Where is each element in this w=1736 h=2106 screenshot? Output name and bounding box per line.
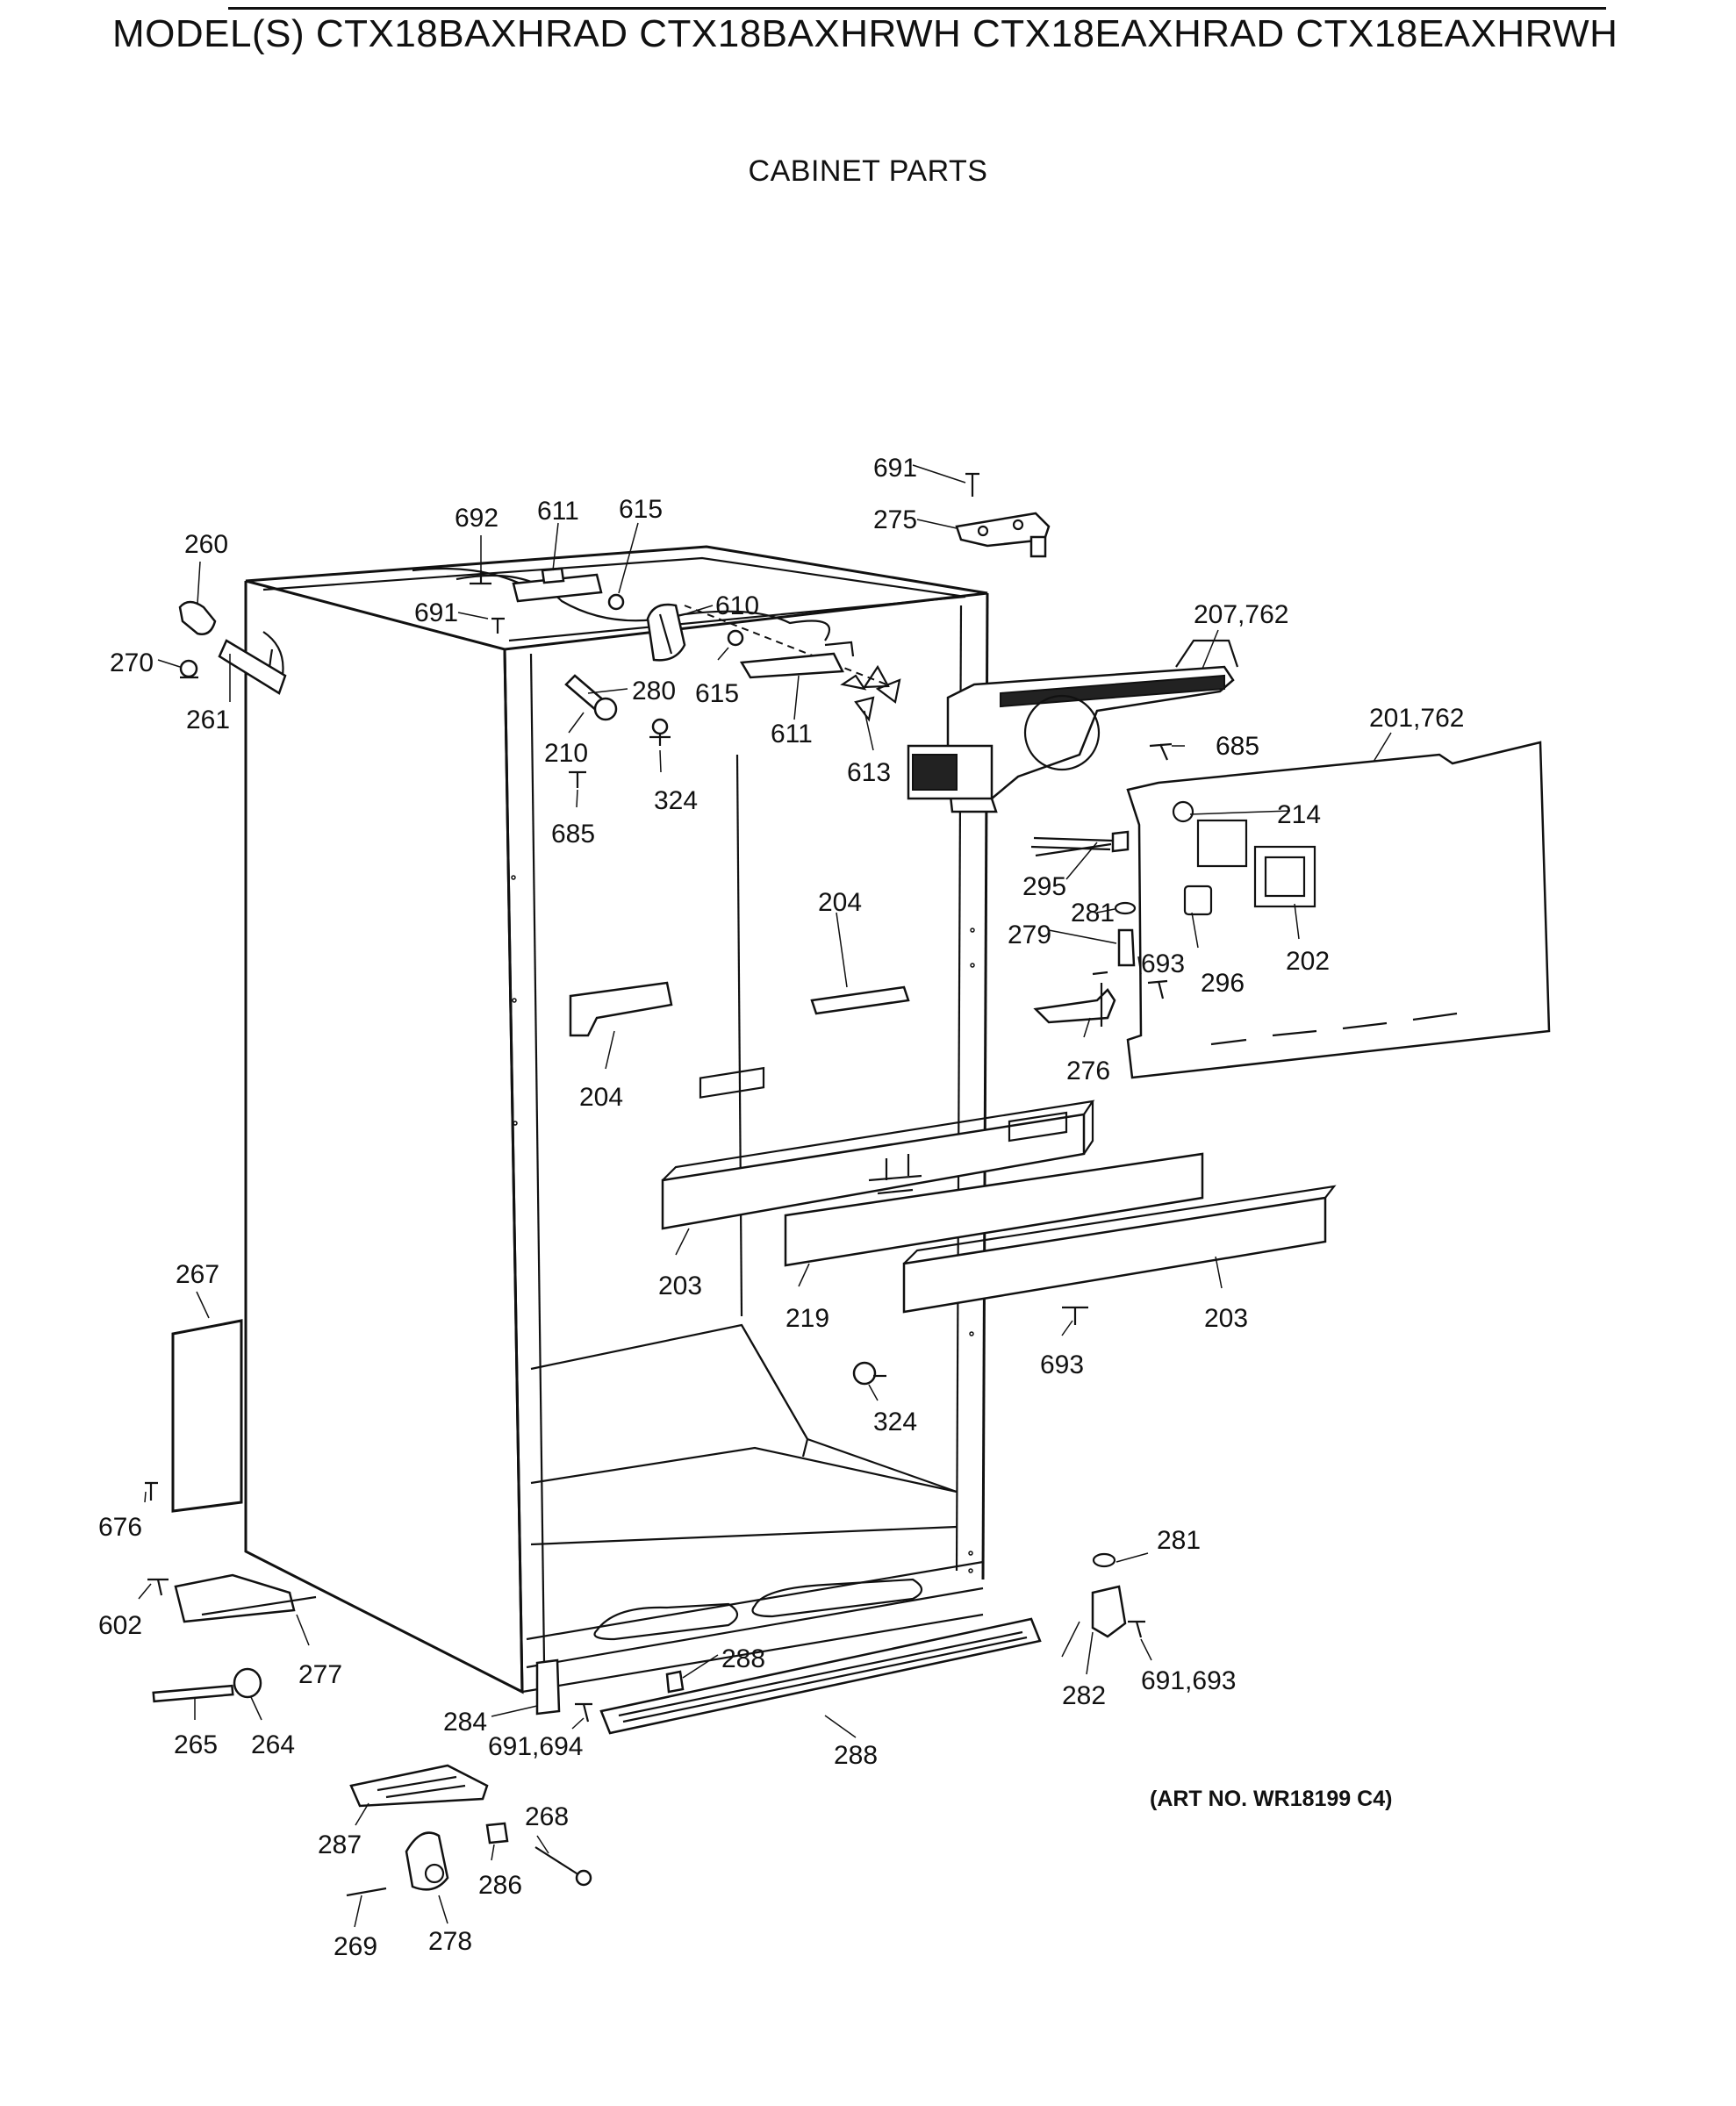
- callout-692: 692: [455, 504, 499, 533]
- callout-693: 693: [1141, 949, 1185, 978]
- callout-611: 611: [537, 497, 579, 526]
- model-list: MODEL(S) CTX18BAXHRAD CTX18BAXHRWH CTX18…: [112, 12, 1618, 55]
- callout-685: 685: [551, 820, 595, 849]
- callout-214: 214: [1277, 800, 1321, 829]
- callout-210: 210: [544, 739, 588, 768]
- callout-286: 286: [478, 1871, 522, 1900]
- callout-277: 277: [298, 1660, 342, 1689]
- callout-611: 611: [771, 720, 813, 749]
- callout-602: 602: [98, 1611, 142, 1640]
- art-number: (ART NO. WR18199 C4): [1150, 1787, 1393, 1811]
- callout-204: 204: [579, 1083, 623, 1112]
- callout-685: 685: [1216, 732, 1259, 761]
- cabinet-body: [244, 545, 989, 1694]
- callout-691-694: 691,694: [488, 1732, 583, 1761]
- top-hinge-275: [955, 472, 1051, 558]
- callout-615: 615: [619, 495, 663, 524]
- callout-284: 284: [443, 1708, 487, 1737]
- fan-motor-assembly: [512, 567, 855, 679]
- section-title: CABINET PARTS: [748, 154, 988, 188]
- back-panel-201: [1126, 741, 1551, 1079]
- leader-lines: [138, 464, 1392, 1928]
- callout-295: 295: [1022, 872, 1066, 901]
- fasteners: [145, 570, 1173, 1596]
- callout-204: 204: [818, 888, 862, 917]
- callout-267: 267: [176, 1260, 219, 1289]
- fan-blade-613: [840, 664, 901, 722]
- callout-261: 261: [186, 706, 230, 734]
- callout-203: 203: [658, 1271, 702, 1300]
- callout-296: 296: [1201, 969, 1245, 998]
- bottom-parts: [152, 1552, 1145, 1897]
- callout-610: 610: [715, 591, 759, 620]
- callout-203: 203: [1204, 1304, 1248, 1333]
- callout-202: 202: [1286, 947, 1330, 976]
- callout-281: 281: [1157, 1526, 1201, 1555]
- callout-613: 613: [847, 758, 891, 787]
- callout-287: 287: [318, 1830, 362, 1859]
- callout-270: 270: [110, 648, 154, 677]
- callout-691: 691: [873, 454, 917, 483]
- fan-duct-assembly: [684, 605, 1239, 813]
- mullion-rails: [661, 1066, 1337, 1314]
- callout-691-693: 691,693: [1141, 1666, 1236, 1695]
- callout-219: 219: [786, 1304, 829, 1333]
- callout-615: 615: [695, 679, 739, 708]
- callout-201-762: 201,762: [1369, 704, 1464, 733]
- callout-276: 276: [1066, 1057, 1110, 1085]
- callout-264: 264: [251, 1730, 295, 1759]
- callout-279: 279: [1008, 920, 1051, 949]
- header-rule: [228, 7, 1606, 10]
- callout-275: 275: [873, 505, 917, 534]
- callout-280: 280: [632, 677, 676, 706]
- side-panel-267: [171, 1319, 243, 1513]
- handle-260: [178, 600, 287, 695]
- callout-207-762: 207,762: [1194, 600, 1288, 629]
- callout-288: 288: [834, 1741, 878, 1770]
- callout-324: 324: [654, 786, 698, 815]
- callout-268: 268: [525, 1802, 569, 1831]
- callout-269: 269: [334, 1932, 377, 1961]
- callout-278: 278: [428, 1927, 472, 1956]
- callout-282: 282: [1062, 1681, 1106, 1710]
- callout-labels: 691 275 692 611 615 260 691 610 207,762 …: [98, 454, 1464, 1961]
- callout-324: 324: [873, 1408, 917, 1436]
- callout-691: 691: [414, 598, 458, 627]
- callout-676: 676: [98, 1513, 142, 1542]
- callout-693: 693: [1040, 1350, 1084, 1379]
- callout-281: 281: [1071, 899, 1115, 928]
- callout-288: 288: [721, 1644, 765, 1673]
- callout-260: 260: [184, 530, 228, 559]
- callout-265: 265: [174, 1730, 218, 1759]
